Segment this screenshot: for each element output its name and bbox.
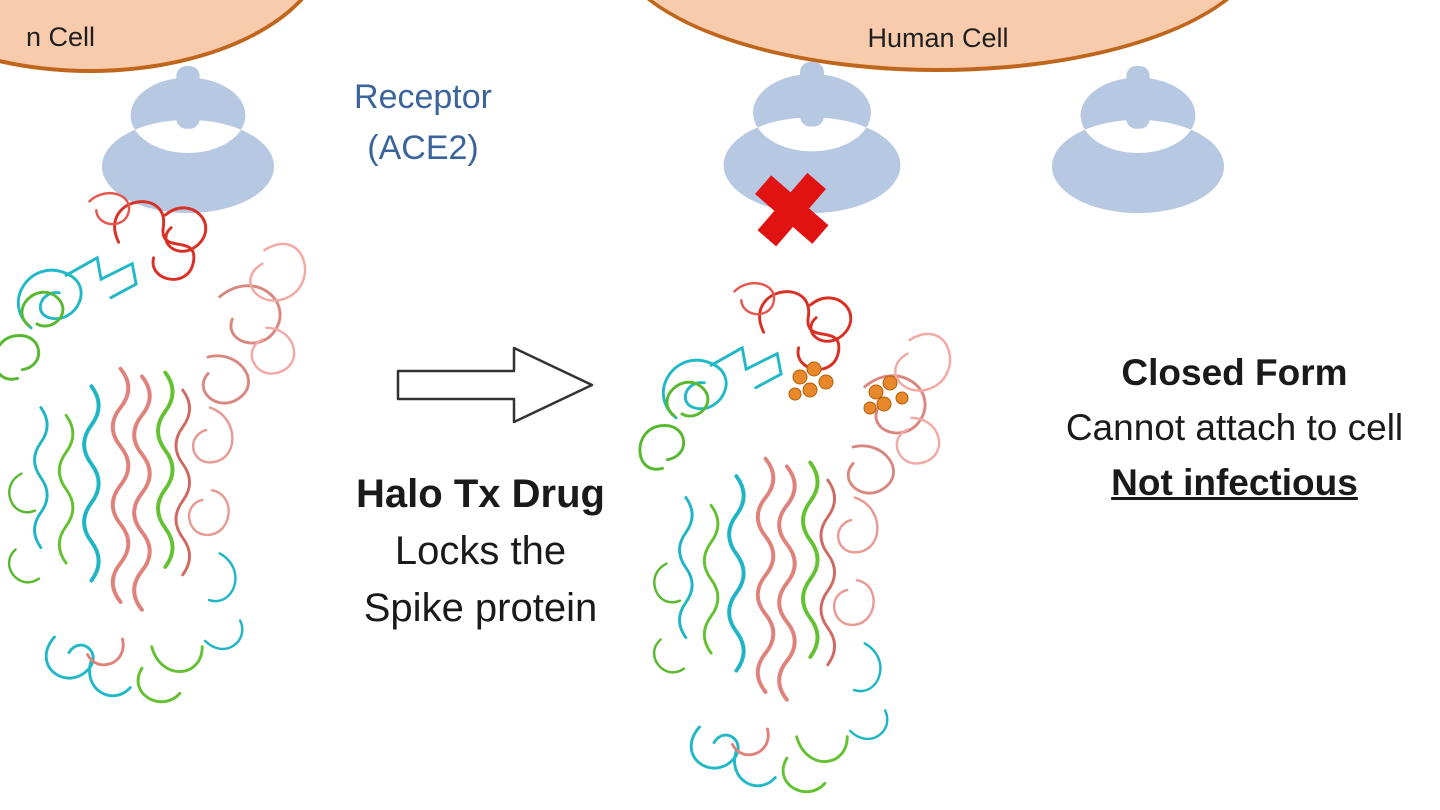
human-cell-left: n Cell (0, 0, 330, 73)
ace2-receptor-icon (1038, 66, 1238, 214)
human-cell-right-label: Human Cell (867, 23, 1009, 53)
drug-caption-line2: Locks the (394, 528, 567, 573)
closed-form-caption: Closed Form Cannot attach to cell Not in… (1032, 346, 1437, 510)
drug-molecule-cluster (788, 361, 909, 415)
receptor-label-line1: Receptor (354, 78, 492, 116)
closed-form-title: Closed Form (1121, 352, 1348, 393)
receptor-label: Receptor (ACE2) (328, 72, 518, 174)
receptor-label-line2: (ACE2) (367, 129, 479, 167)
drug-caption-line3: Spike protein (363, 585, 598, 630)
closed-form-line2: Cannot attach to cell (1065, 406, 1404, 448)
drug-caption-title: Halo Tx Drug (356, 472, 605, 516)
spike-protein-open (0, 191, 307, 704)
human-cell-left-label: n Cell (26, 22, 96, 52)
drug-caption: Halo Tx Drug Locks the Spike protein (328, 466, 633, 636)
closed-form-line3: Not infectious (1111, 461, 1358, 503)
spike-protein-closed (637, 281, 952, 794)
transition-arrow-icon (396, 346, 594, 424)
blocked-x-icon: ✖ (746, 153, 838, 271)
